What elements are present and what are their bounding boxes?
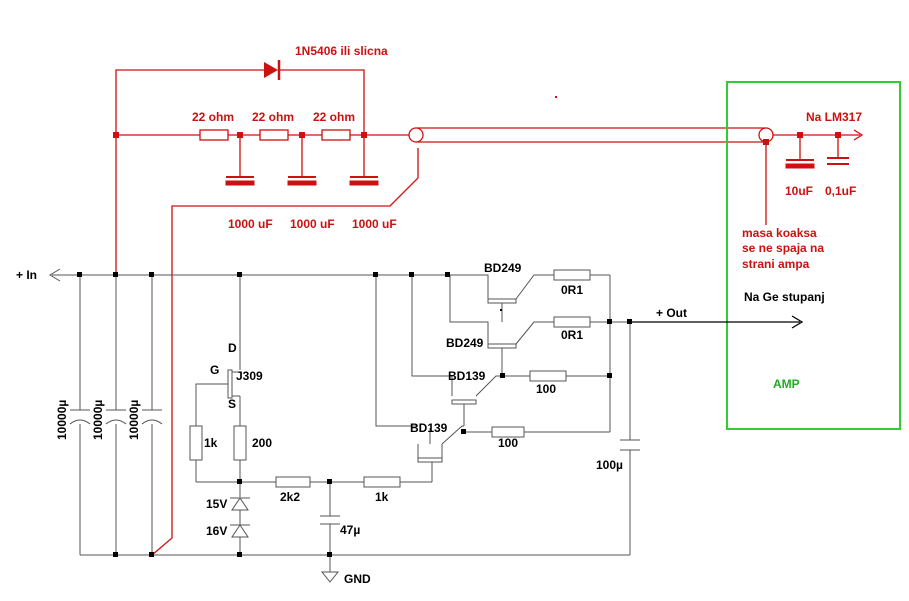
r-1k-mid-label: 1k: [375, 490, 389, 504]
resistor-1k-left: [189, 425, 203, 461]
r-1k-left-label: 1k: [204, 436, 218, 450]
in-label: + In: [16, 268, 37, 282]
capacitor-47u: [320, 515, 340, 525]
capacitor-10000u-2: [105, 409, 127, 425]
r-100-upper-label: 100: [536, 382, 556, 396]
resistor-0r1-mid: [553, 316, 591, 328]
resistor-2k2: [275, 476, 311, 488]
main-circuit-wires: [49, 268, 632, 583]
diode-1n5406: [264, 60, 281, 80]
red-filter-network: [115, 69, 860, 556]
pin-s-label: S: [228, 397, 236, 411]
zener-15v: [230, 497, 250, 511]
black-junctions: [77, 272, 632, 557]
bd249-top-label: BD249: [484, 261, 522, 275]
r-0r1-top-label: 0R1: [561, 283, 583, 297]
output-line: [632, 315, 804, 329]
cap-big-1-label: 10000µ: [55, 400, 69, 440]
c1-label: 1000 uF: [228, 217, 273, 231]
note-line-2: se ne spaja na: [742, 241, 824, 255]
arrow-to-lm317: [853, 129, 864, 141]
note-line-1: masa koaksa: [742, 226, 817, 240]
resistor-1k-mid: [363, 476, 401, 488]
capacitor-10uf: [785, 159, 815, 169]
cap-big-3-label: 10000µ: [127, 400, 141, 440]
j309-label: J309: [236, 369, 263, 383]
pin-d-label: D: [228, 341, 237, 355]
transistor-bd249-top: [487, 298, 517, 304]
capacitor-1000uf-3: [349, 176, 379, 186]
bd139-lower-label: BD139: [410, 421, 448, 435]
r-0r1-mid-label: 0R1: [561, 328, 583, 342]
pin-g-label: G: [210, 363, 219, 377]
resistor-200: [233, 425, 247, 461]
bd139-upper-label: BD139: [448, 369, 486, 383]
c-01uf-label: 0,1uF: [825, 184, 856, 198]
r-200-label: 200: [252, 436, 272, 450]
zener-16v-label: 16V: [206, 524, 227, 538]
transistor-bd249-mid: [487, 343, 517, 349]
r3-label: 22 ohm: [313, 110, 355, 124]
out-label: + Out: [656, 306, 687, 320]
resistor-100-upper: [529, 370, 567, 382]
r-2k2-label: 2k2: [280, 490, 300, 504]
diode-label: 1N5406 ili slicna: [295, 44, 388, 58]
coax-end-left: [408, 127, 424, 143]
r1-label: 22 ohm: [192, 110, 234, 124]
capacitor-10000u-3: [141, 409, 163, 425]
lm317-label: Na LM317: [806, 110, 862, 124]
capacitor-0-1uf: [827, 157, 849, 165]
amp-box: [726, 81, 901, 430]
bd249-mid-label: BD249: [446, 336, 484, 350]
capacitor-1000uf-1: [225, 176, 255, 186]
c-10uf-label: 10uF: [785, 184, 813, 198]
resistor-100-lower: [491, 426, 525, 438]
zener-16v: [230, 510, 250, 538]
resistor-22ohm-2: [259, 129, 289, 141]
ge-stupanj-label: Na Ge stupanj: [744, 290, 825, 304]
resistor-0r1-top: [553, 269, 591, 281]
r2-label: 22 ohm: [252, 110, 294, 124]
note-line-3: strani ampa: [742, 257, 810, 271]
transistor-bd139-lower: [417, 457, 443, 463]
c3-label: 1000 uF: [352, 217, 397, 231]
r-100-lower-label: 100: [498, 436, 518, 450]
c2-label: 1000 uF: [290, 217, 335, 231]
amp-label: AMP: [773, 377, 800, 391]
transistor-j309: [227, 369, 233, 399]
c-100u-label: 100µ: [596, 458, 623, 472]
zener-15v-label: 15V: [206, 497, 227, 511]
red-junctions: [113, 96, 841, 145]
capacitor-10000u-1: [69, 409, 91, 425]
capacitor-1000uf-2: [287, 176, 317, 186]
resistor-22ohm-3: [321, 129, 351, 141]
resistor-22ohm-1: [199, 129, 229, 141]
cap-big-2-label: 10000µ: [91, 400, 105, 440]
c-47u-label: 47µ: [340, 523, 360, 537]
gnd-label: GND: [344, 572, 371, 586]
capacitor-100u: [620, 439, 640, 451]
transistor-bd139-upper: [451, 399, 477, 405]
